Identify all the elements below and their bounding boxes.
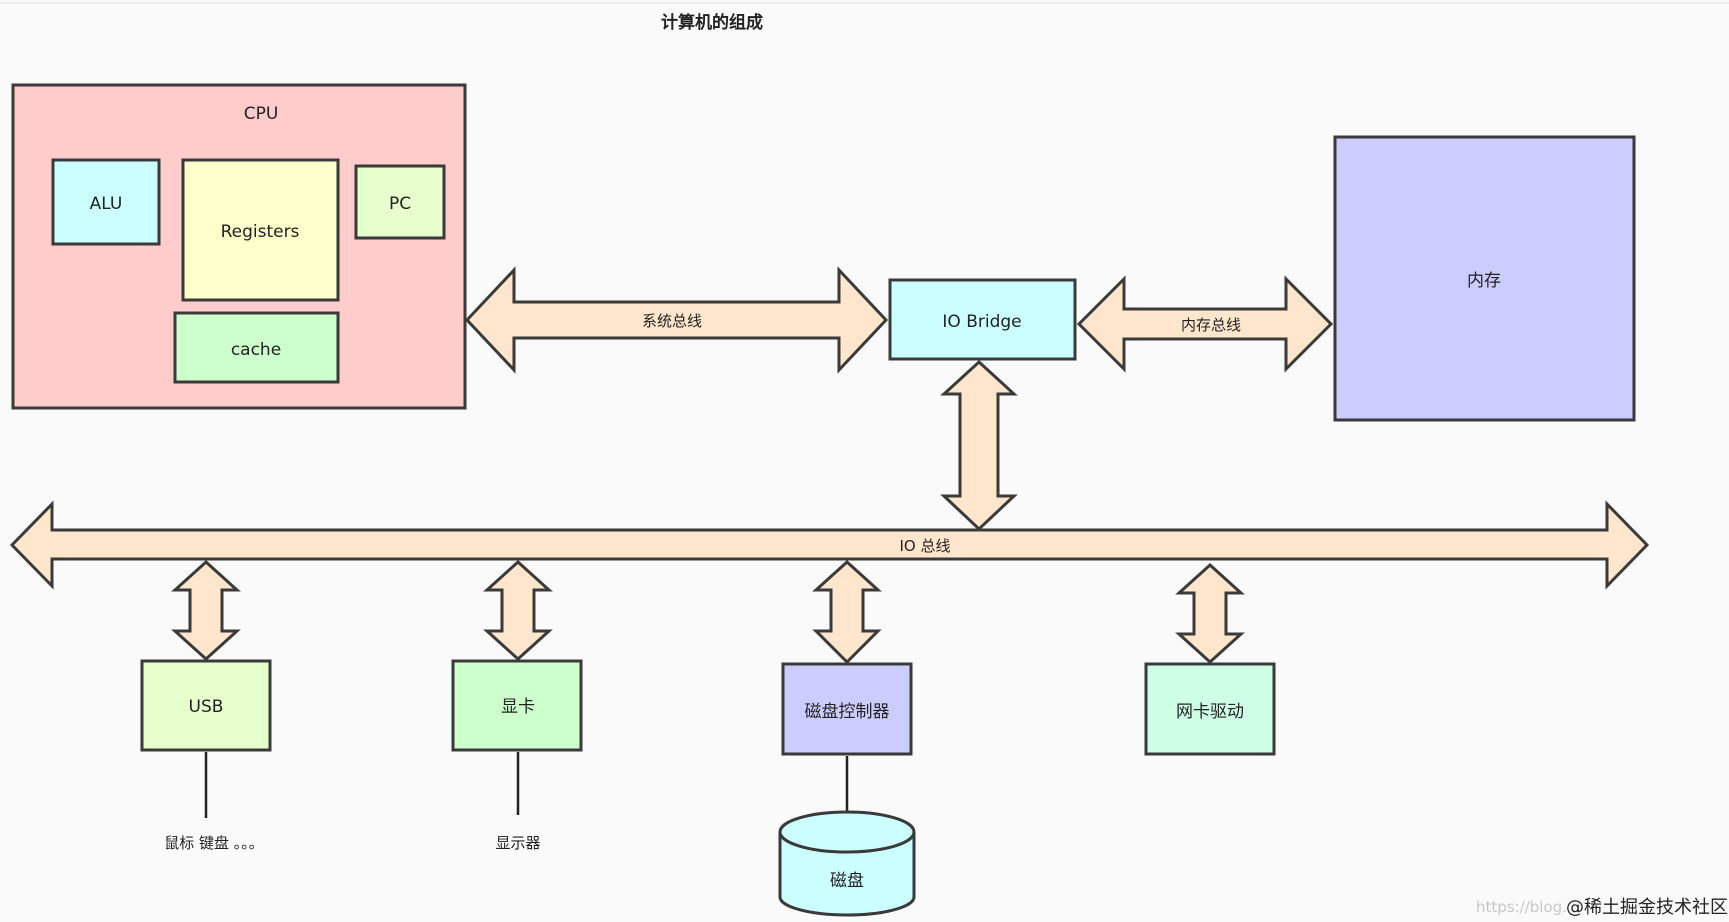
disk-controller-box: [781, 662, 913, 756]
disk-body: [778, 832, 916, 917]
cache-box: [173, 311, 340, 384]
disk-label: 磁盘: [830, 871, 864, 891]
memory-bus-arrow: [1076, 275, 1334, 373]
watermark-faint-text: https://blog.: [1476, 898, 1567, 916]
system-bus-label: 系统总线: [642, 312, 702, 330]
usb-label: USB: [189, 697, 224, 717]
memory-label: 内存: [1467, 271, 1501, 291]
diagram-title: 计算机的组成: [661, 12, 763, 33]
pc-box: [354, 164, 446, 240]
mouse-keyboard-label: 鼠标 键盘 。。。: [164, 834, 264, 852]
alu-box: [51, 158, 161, 246]
bridge-to-iobus-arrow: [940, 359, 1018, 532]
memory-box: [1333, 135, 1636, 422]
registers-box: [181, 158, 340, 302]
memory-bus-label: 内存总线: [1181, 316, 1241, 334]
watermark-text: @稀土掘金技术社区: [1566, 897, 1728, 918]
nic-driver-label: 网卡驱动: [1176, 702, 1244, 722]
gpu-label: 显卡: [501, 697, 535, 717]
io-bridge-box: [888, 278, 1077, 361]
registers-label: Registers: [221, 222, 300, 242]
io-bus-arrow: [9, 500, 1650, 590]
cpu-label: CPU: [244, 104, 279, 124]
disk-controller-label: 磁盘控制器: [805, 702, 890, 722]
cache-label: cache: [231, 340, 281, 360]
gpu-connector-arrow: [483, 559, 553, 662]
io-bus-label: IO 总线: [900, 537, 951, 555]
monitor-label: 显示器: [495, 834, 540, 852]
cpu-block: CPU ALU Registers PC cache: [11, 83, 467, 410]
gpu-box: [451, 659, 583, 752]
pc-label: PC: [389, 194, 411, 214]
alu-label: ALU: [90, 194, 123, 214]
disk-controller-connector-arrow: [812, 559, 882, 665]
nic-connector-arrow: [1175, 562, 1245, 665]
io-bridge-label: IO Bridge: [942, 312, 1021, 332]
system-bus-arrow: [464, 266, 889, 374]
usb-box: [140, 659, 272, 752]
disk-cylinder: 磁盘: [778, 810, 916, 917]
usb-connector-arrow: [171, 559, 241, 662]
nic-driver-box: [1144, 662, 1276, 756]
disk-top: [778, 810, 916, 854]
